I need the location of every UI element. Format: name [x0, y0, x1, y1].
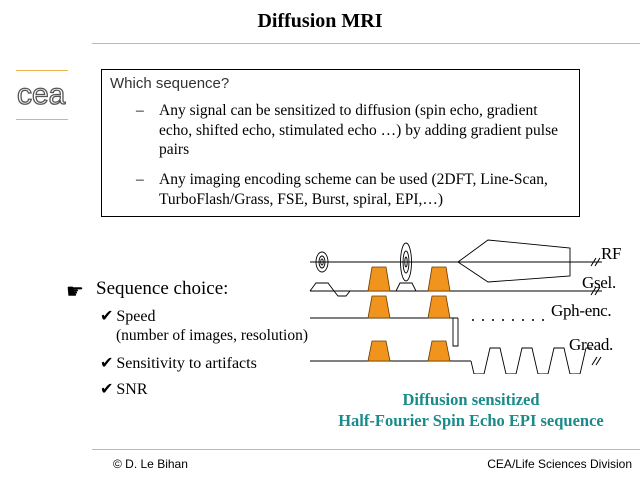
cea-logo-text: cea	[17, 78, 66, 111]
question-heading: Which sequence?	[110, 75, 230, 92]
footer-division: CEA/Life Sciences Division	[487, 457, 632, 471]
bullet-signal: – Any signal can be sensitized to diffus…	[136, 101, 566, 160]
speed-detail: (number of images, resolution)	[116, 327, 308, 344]
gread-epi-readout	[470, 347, 592, 374]
rf-90-pulse	[315, 251, 329, 273]
row-label-gph: Gph-enc.	[551, 301, 612, 320]
logo-rule-bottom	[16, 119, 68, 120]
gsel-slice-lobe	[309, 282, 351, 297]
check-label: SNR	[116, 381, 148, 398]
checkmark-icon: ✔	[100, 306, 114, 325]
gsel-break-mark	[590, 286, 597, 296]
bullet-dash: –	[136, 171, 144, 188]
check-label: Sensitivity to artifacts	[116, 355, 257, 372]
bullet-text: Any imaging encoding scheme can be used …	[159, 171, 548, 208]
bullet-encoding: – Any imaging encoding scheme can be use…	[136, 170, 566, 209]
title-rule	[92, 43, 640, 44]
slide-title: Diffusion MRI	[257, 10, 383, 32]
footer-rule	[92, 449, 640, 450]
gread-break-mark	[591, 356, 598, 366]
checkmark-icon: ✔	[100, 379, 114, 398]
diffusion-gradients-gread	[367, 340, 451, 362]
checkmark-icon: ✔	[100, 353, 114, 372]
rf-break-mark	[594, 257, 601, 267]
row-label-gread: Gread.	[569, 335, 613, 354]
bullet-text: Any signal can be sensitized to diffusio…	[159, 102, 559, 158]
gread-break-mark	[595, 356, 602, 366]
gph-prephaser	[451, 317, 459, 347]
rf-echo-signal	[457, 239, 571, 283]
question-box: Which sequence? – Any signal can be sens…	[101, 69, 580, 217]
sequence-choice-heading: Sequence choice:	[96, 278, 229, 299]
cea-logo: cea	[16, 78, 66, 112]
diagram-caption-line1: Diffusion sensitized	[402, 390, 540, 409]
bullet-dash: –	[136, 102, 144, 119]
gsel-refocus-lobe	[395, 282, 417, 292]
logo-rule-top	[16, 70, 68, 71]
diffusion-gradients-gph	[367, 295, 451, 319]
pulse-sequence-diagram	[309, 239, 602, 374]
rf-break-mark	[590, 257, 597, 267]
check-item-speed: ✔Speed	[100, 306, 156, 326]
gph-blips	[472, 319, 544, 321]
row-label-gsel: Gsel.	[582, 273, 616, 292]
diagram-caption-line2: Half-Fourier Spin Echo EPI sequence	[338, 411, 604, 430]
check-item-snr: ✔SNR	[100, 379, 148, 399]
rf-180-pulse	[400, 242, 412, 282]
footer-author: © D. Le Bihan	[113, 457, 188, 471]
diffusion-gradients-gsel	[367, 266, 451, 292]
check-label: Speed	[116, 308, 156, 325]
check-item-artifacts: ✔Sensitivity to artifacts	[100, 353, 257, 373]
pointing-hand-icon: ☛	[66, 281, 84, 303]
gsel-break-mark	[594, 286, 601, 296]
row-label-rf: RF	[601, 244, 622, 263]
